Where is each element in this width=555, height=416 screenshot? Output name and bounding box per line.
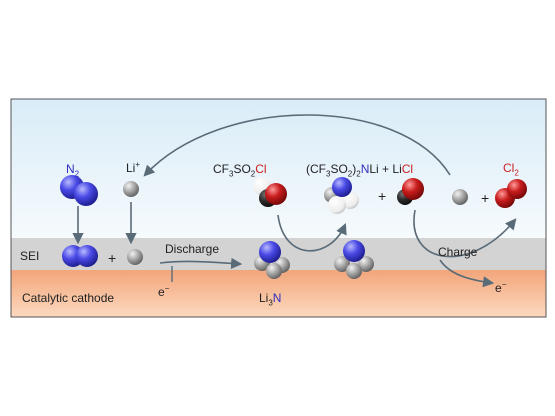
li3n-cluster-1 [254, 241, 290, 279]
plus-sign-licl: + [378, 188, 387, 204]
li3n-label: Li3N [259, 291, 282, 308]
electron-in-label: e− [158, 284, 170, 299]
li-regenerated [452, 189, 468, 205]
sei-label: SEI [20, 249, 40, 263]
cathode-layer [11, 270, 546, 317]
discharge-label: Discharge [165, 242, 220, 256]
product-label: (CF3SO2)2NLi + LiCl [306, 162, 414, 179]
li-on-sei [127, 249, 143, 265]
charge-arrow [413, 209, 517, 258]
cf3so2cl-label: CF3SO2Cl [213, 162, 267, 179]
n2-label: N2 [66, 162, 80, 179]
cl2-label: Cl2 [503, 161, 519, 178]
li-ion-atom [123, 181, 139, 197]
electrolyte-region [11, 99, 546, 238]
cf3so2cl-molecule [253, 177, 287, 207]
reaction-u-arrow [277, 214, 347, 252]
licl-pair [397, 178, 424, 205]
diagram-frame [10, 98, 547, 318]
electron-out-arrow [439, 259, 495, 288]
n2-molecule [60, 175, 98, 206]
electron-out-label: e− [495, 280, 507, 295]
li-ion-label: Li+ [126, 160, 141, 175]
li3n-cluster-2 [334, 240, 374, 279]
return-arc-arrow [143, 114, 451, 177]
cl2-molecule [495, 179, 527, 208]
plus-sign-cl2: + [481, 190, 490, 206]
discharge-arrow [159, 257, 243, 269]
n2-on-sei [62, 245, 98, 267]
tfsi-li-molecule [324, 177, 359, 214]
cathode-label: Catalytic cathode [22, 291, 115, 305]
charge-label: Charge [438, 245, 478, 259]
plus-sign-sei: + [108, 250, 117, 266]
